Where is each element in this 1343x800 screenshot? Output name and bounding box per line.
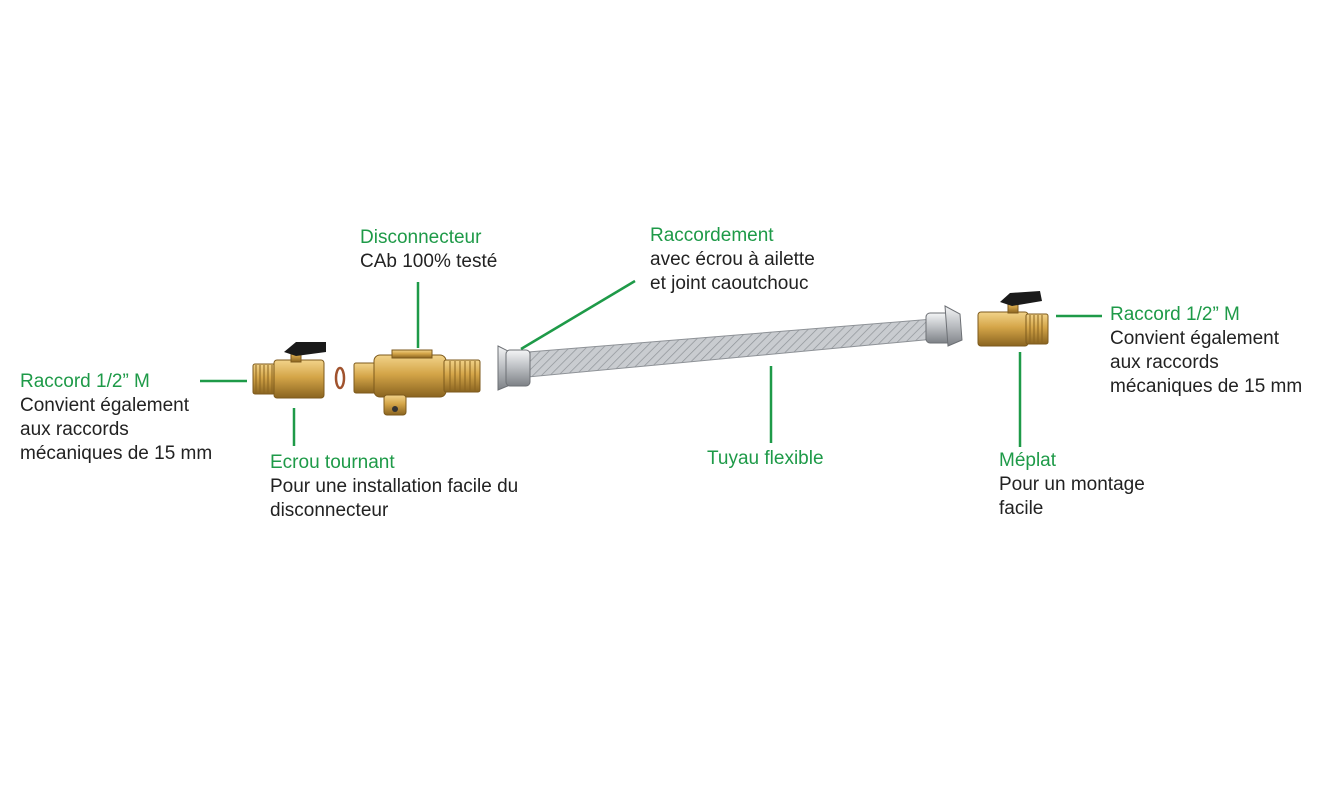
callout-ecrou-tournant: Ecrou tournant Pour une installation fac… [270,451,518,523]
callout-meplat: Méplat Pour un montage facile [999,449,1145,521]
callout-tuyau-flexible: Tuyau flexible [707,447,824,471]
callout-description: Convient également aux raccords mécaniqu… [1110,328,1303,397]
callout-title: Raccord 1/2” M [1110,304,1240,325]
disconnector-body [353,349,481,416]
left-ball-valve [252,342,326,399]
leader-raccordement [520,279,636,351]
callout-disconnecteur: Disconnecteur CAb 100% testé [360,226,497,274]
callout-description: avec écrou à ailette et joint caoutchouc [650,249,815,294]
callout-title: Disconnecteur [360,227,482,248]
o-ring [334,366,346,390]
callout-title: Tuyau flexible [707,448,824,469]
callout-title: Raccordement [650,225,774,246]
callout-description: Pour une installation facile du disconne… [270,476,519,521]
callout-description: Convient également aux raccords mécaniqu… [20,395,213,464]
flexible-hose [497,305,963,391]
callout-description: Pour un montage facile [999,474,1145,519]
callout-title: Raccord 1/2” M [20,371,150,392]
callout-title: Ecrou tournant [270,452,395,473]
callout-raccordement: Raccordement avec écrou à ailette et joi… [650,224,815,296]
right-ball-valve [977,291,1049,347]
callout-description: CAb 100% testé [360,251,498,272]
callout-raccord-left: Raccord 1/2” M Convient également aux ra… [20,370,212,466]
callout-title: Méplat [999,450,1057,471]
callout-raccord-right: Raccord 1/2” M Convient également aux ra… [1110,303,1302,399]
